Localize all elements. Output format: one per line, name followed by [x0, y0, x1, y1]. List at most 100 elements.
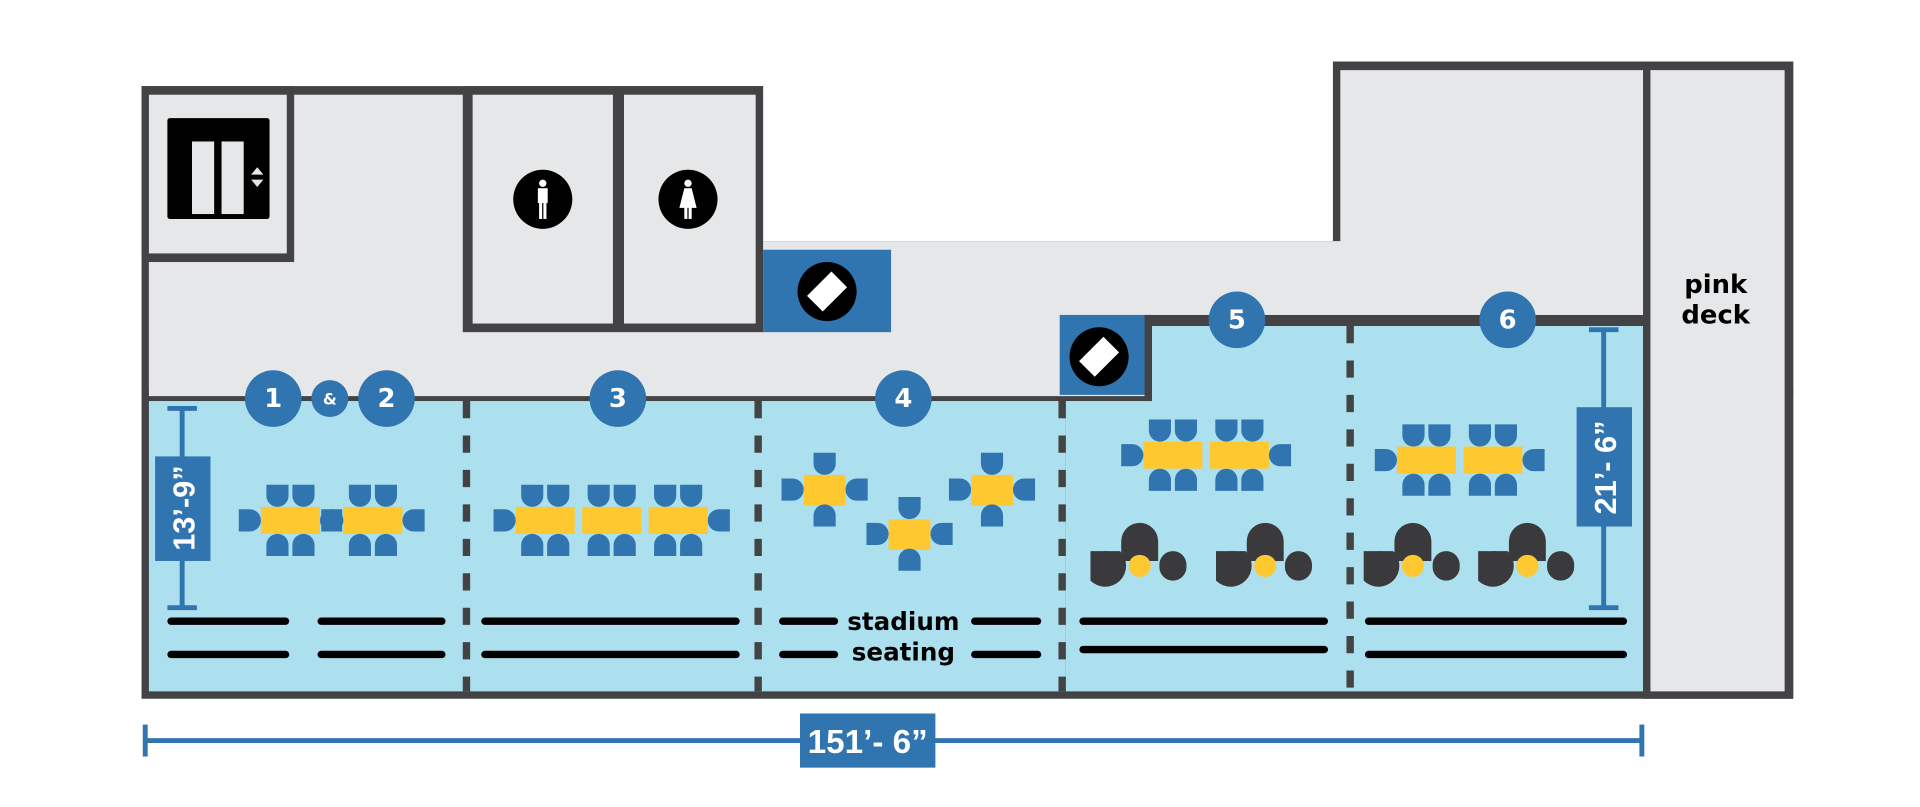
lounge-chair — [1092, 551, 1120, 581]
table — [1463, 446, 1523, 474]
table — [343, 506, 403, 534]
room-badge-3[interactable]: 3 — [589, 370, 647, 427]
pink-deck[interactable] — [1650, 70, 1785, 692]
ticket-icon — [797, 262, 857, 322]
chair — [680, 484, 703, 507]
table — [260, 506, 320, 534]
corridor-step — [1065, 249, 1644, 315]
chair — [1468, 424, 1492, 447]
table — [648, 506, 708, 534]
lounge-chair — [1218, 551, 1246, 581]
dimension-right-label: 21’- 6” — [1588, 420, 1623, 514]
chair — [587, 533, 610, 557]
chair — [292, 484, 315, 507]
room-partitions — [462, 325, 1354, 692]
lounge-chair — [1480, 551, 1508, 581]
lounge-chair — [1508, 522, 1546, 561]
svg-text:4: 4 — [894, 384, 912, 414]
ticket-icon — [1069, 327, 1129, 387]
chair — [1428, 424, 1451, 447]
ticket-booth-2[interactable] — [1059, 314, 1152, 402]
chair — [898, 548, 921, 571]
svg-text:5: 5 — [1228, 305, 1246, 335]
stadium-label-line1: stadium — [847, 607, 959, 636]
chair — [238, 509, 261, 532]
mens-restroom-icon — [513, 169, 573, 229]
chair — [1494, 424, 1517, 447]
chair — [1148, 468, 1172, 491]
chair — [521, 533, 544, 557]
chair — [1494, 473, 1517, 496]
chair — [898, 496, 921, 520]
lounge-chair — [1394, 522, 1432, 561]
stadium-label-line2: seating — [852, 638, 955, 667]
lounge-chair — [1366, 551, 1394, 581]
chair — [1268, 444, 1292, 467]
chair — [613, 484, 636, 507]
chair — [1174, 468, 1197, 491]
table — [1209, 441, 1269, 469]
room-badges: 1 & 2 3 4 5 6 — [244, 291, 1536, 427]
dimension-width-label: 151’- 6” — [808, 724, 928, 761]
table — [803, 474, 846, 506]
chair — [1121, 444, 1144, 467]
chair — [654, 533, 677, 557]
chair — [292, 533, 315, 557]
svg-text:2: 2 — [377, 384, 395, 414]
lounge-chair — [1432, 551, 1460, 581]
room-badge-2[interactable]: 2 — [358, 370, 415, 427]
chair — [374, 533, 397, 557]
lounge-chair — [1159, 551, 1187, 581]
lounge-chair — [1547, 551, 1575, 581]
chair — [521, 484, 544, 507]
lounge-chair — [1121, 522, 1159, 561]
svg-text:&: & — [323, 390, 337, 409]
chair — [680, 533, 703, 557]
svg-text:1: 1 — [264, 384, 282, 414]
chair — [781, 478, 804, 501]
chair — [266, 533, 289, 557]
coffee-table — [1401, 554, 1424, 577]
chair — [1241, 468, 1264, 491]
chair — [1428, 473, 1451, 496]
lounge-chair — [1284, 551, 1312, 581]
deck-label-line1: pink — [1684, 270, 1748, 300]
chair — [1215, 419, 1238, 442]
chair — [1374, 449, 1397, 472]
chair — [1148, 419, 1172, 442]
chair — [613, 533, 636, 557]
dimension-total-width: 151’- 6” — [142, 713, 1645, 768]
svg-text:6: 6 — [1499, 305, 1517, 335]
elevator-icon[interactable] — [167, 118, 270, 219]
chair — [1468, 473, 1492, 496]
chair — [980, 504, 1004, 527]
table — [1396, 446, 1456, 474]
chair — [1402, 473, 1425, 496]
ticket-booth-1[interactable] — [763, 249, 892, 333]
dimension-left-height: 13’-9” — [155, 405, 211, 611]
chair — [1012, 478, 1036, 501]
chair — [980, 452, 1004, 475]
chair — [1522, 449, 1545, 472]
chair — [348, 533, 372, 557]
chair — [402, 509, 425, 532]
chair — [348, 484, 372, 507]
table — [515, 506, 575, 534]
room-badge-1[interactable]: 1 — [244, 370, 302, 427]
chair — [493, 509, 516, 532]
room-badge-5[interactable]: 5 — [1208, 291, 1266, 349]
room-badge-4[interactable]: 4 — [875, 370, 932, 427]
chair — [547, 533, 570, 557]
chair — [813, 504, 836, 527]
table — [1143, 441, 1203, 469]
table — [582, 506, 642, 534]
dimension-left-label: 13’-9” — [166, 465, 201, 550]
coffee-table — [1128, 554, 1151, 577]
chair — [266, 484, 289, 507]
room-badge-6[interactable]: 6 — [1479, 291, 1536, 349]
chair — [948, 478, 972, 501]
deck-label-line2: deck — [1681, 301, 1750, 331]
chair — [866, 522, 889, 545]
lounge-chair — [1246, 522, 1284, 561]
